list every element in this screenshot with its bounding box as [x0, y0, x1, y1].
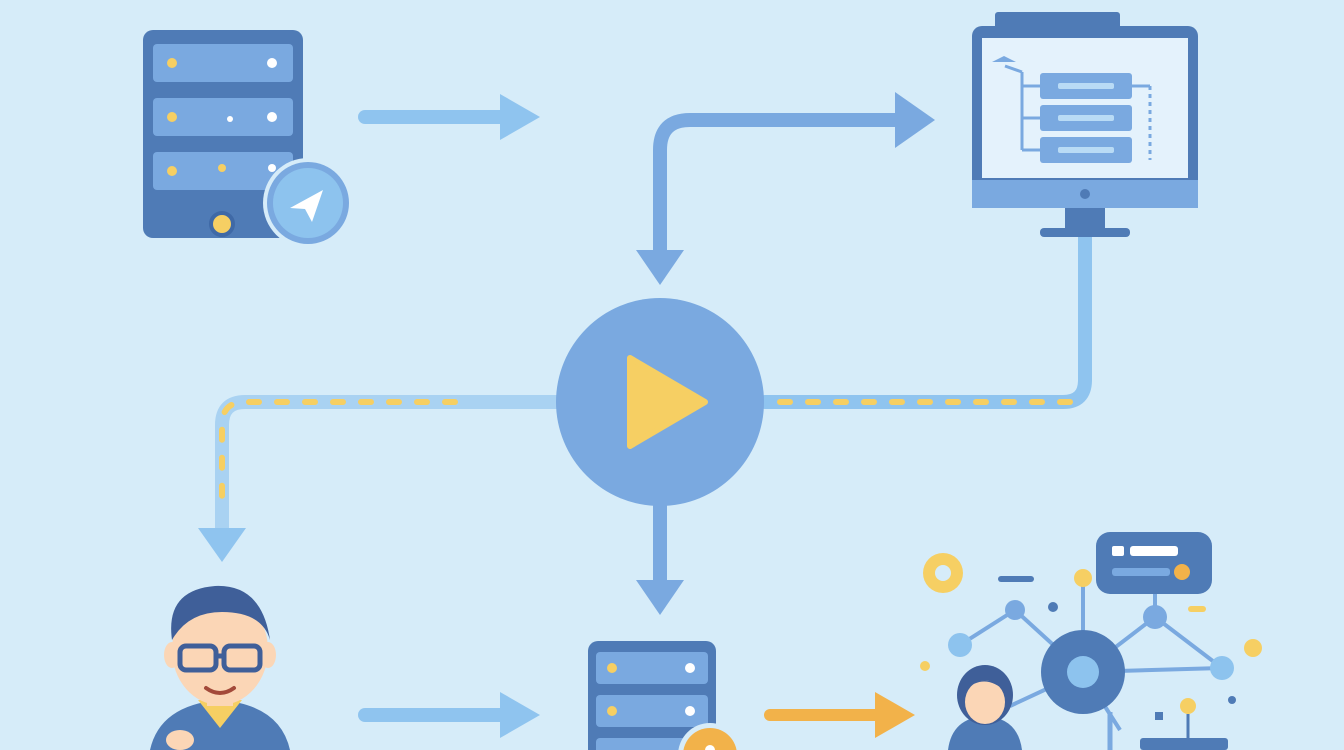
send-badge-icon — [263, 158, 353, 248]
connector-server-to-monitor — [358, 94, 540, 140]
network-hub-icon — [920, 532, 1262, 750]
monitor-tree-icon — [972, 12, 1198, 237]
play-circle-icon — [556, 298, 764, 506]
connector-monitor-down-dotted — [758, 228, 1092, 409]
connector-process-to-server — [636, 505, 684, 615]
connector-user-to-server — [358, 692, 540, 738]
person-glasses-icon — [150, 585, 290, 750]
connector-server-to-network — [764, 692, 915, 738]
server-rack-icon — [143, 30, 303, 238]
server-rack-icon — [588, 641, 742, 750]
connector-process-to-user-dotted — [198, 395, 567, 562]
connector-monitor-to-process — [636, 92, 935, 285]
